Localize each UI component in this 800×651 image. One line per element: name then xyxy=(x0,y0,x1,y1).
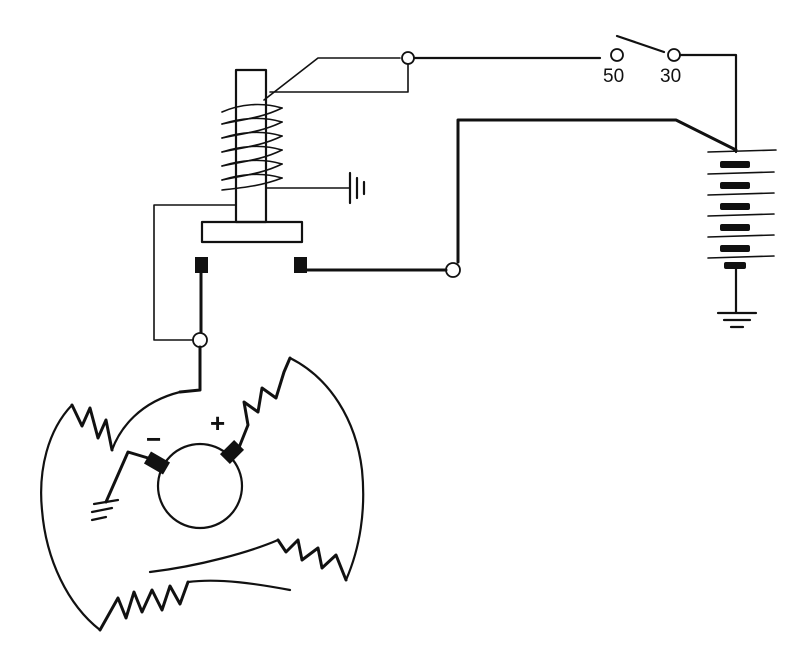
motor-feed-terminal xyxy=(192,332,208,348)
ignition-switch: 50 30 xyxy=(406,34,738,154)
motor-ground-icon xyxy=(90,498,120,522)
wire-coil-return xyxy=(153,204,237,341)
positive-sign-label: + xyxy=(210,408,225,438)
terminal-50-label: 50 xyxy=(603,66,624,87)
brush-negative xyxy=(143,451,171,475)
switch-blade-icon xyxy=(615,34,666,54)
terminal-30-label: 30 xyxy=(660,66,681,87)
solenoid-contact-left xyxy=(195,257,208,273)
battery-ground-icon xyxy=(716,311,758,329)
terminal-50-contact xyxy=(610,48,624,62)
solenoid-contact-right xyxy=(294,257,307,273)
solenoid-coil-icon xyxy=(221,51,415,224)
motor-armature-icon xyxy=(156,442,244,530)
terminal-30-contact xyxy=(667,48,681,62)
solenoid-ground-icon xyxy=(348,171,366,205)
wire-30-to-battery xyxy=(678,53,738,154)
main-cable-terminal xyxy=(445,262,461,278)
solenoid-terminal-50 xyxy=(401,51,415,65)
main-battery-cable xyxy=(456,118,738,264)
solenoid-contact-disc xyxy=(200,220,304,244)
starter-motor-housing xyxy=(40,356,365,632)
battery-icon xyxy=(707,149,777,314)
negative-sign-label: − xyxy=(146,424,161,454)
wire-feed-to-field xyxy=(178,345,202,394)
wire-brush-to-ground xyxy=(104,450,150,504)
brush-positive xyxy=(219,439,245,465)
